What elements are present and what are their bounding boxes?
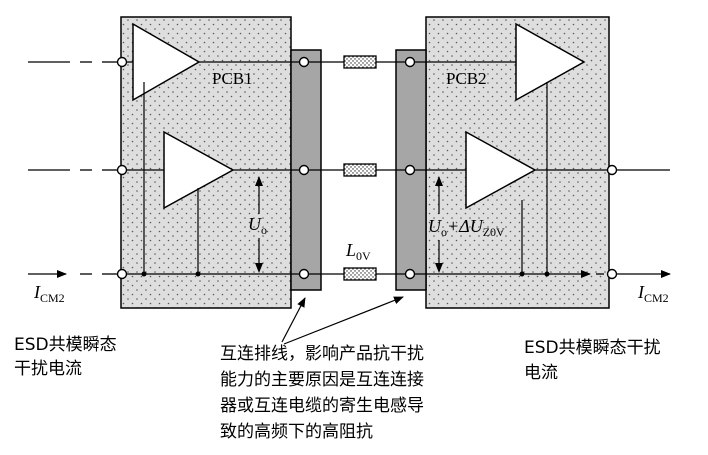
note-right-line1: ESD共模瞬态干扰 [524,338,661,358]
interconnect-inductor-ground [343,267,377,281]
current-label-right: ICM2 [637,282,669,305]
callout-pointers [281,296,404,345]
note-center-line4: 致的高频下的高阻抗 [220,422,373,442]
amplifier-top-right [515,22,586,102]
interconnect-resistor-top [343,55,377,69]
note-left-line2: 干扰电流 [14,359,82,379]
interconnect-resistor-middle [343,163,377,177]
note-right-line2: 电流 [524,363,558,383]
current-label-left: ICM2 [33,282,65,305]
voltage-arrow-left [255,176,263,273]
inductor-label: L0V [345,240,371,263]
voltage-label-right: Uo+ΔUZ0V [428,216,505,239]
amplifier-middle-right [465,130,537,210]
voltage-label-left: Uo [248,214,267,237]
terminal-circles [116,56,618,280]
pcb2-label: PCB2 [446,69,487,88]
note-center-line1: 互连排线，影响产品抗干扰 [220,344,424,364]
junction-dots [141,271,550,277]
amplifier-top-left [132,22,201,102]
ground-taps [143,82,548,274]
voltage-arrow-right [435,176,443,273]
note-center-line2: 能力的主要原因是互连连接 [220,370,424,390]
pcb1-label: PCB1 [212,69,253,88]
note-left-line1: ESD共模瞬态 [14,335,117,355]
note-center-line3: 器或互连电缆的寄生电感导 [220,396,424,416]
